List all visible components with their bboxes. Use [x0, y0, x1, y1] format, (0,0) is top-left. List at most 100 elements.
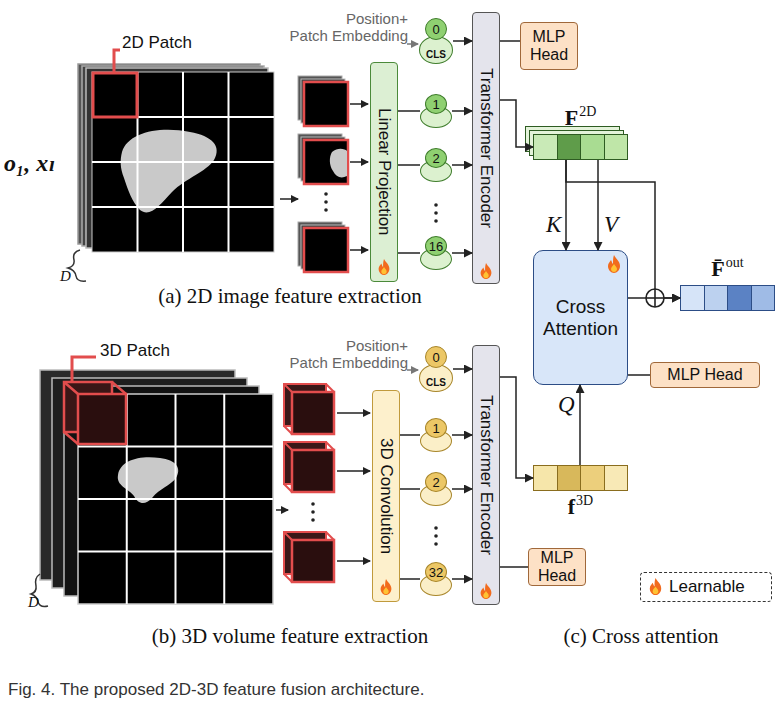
node-text: MLP Head	[521, 28, 577, 64]
patch-token: 1	[420, 94, 452, 128]
vector-superscript: out	[726, 255, 744, 270]
connector	[452, 488, 472, 490]
subfigure-caption: (c) Cross attention	[510, 624, 772, 649]
legend-text: Learnable	[669, 577, 745, 597]
encoder-box: Transformer Encoder	[472, 345, 500, 605]
connector	[500, 377, 533, 478]
token-index: 32	[425, 562, 447, 582]
legend-icon	[650, 578, 661, 595]
vector-cell	[752, 286, 775, 310]
connector	[398, 110, 420, 112]
vector-cell	[581, 135, 605, 159]
encoder-box: Transformer Encoder	[472, 12, 500, 284]
embedding-note: Position+ Patch Embedding	[284, 10, 408, 44]
token-index: 2	[425, 472, 447, 492]
token-number: 32	[429, 566, 443, 579]
node-text: MLP Head	[529, 549, 585, 585]
embedding-note: Position+ Patch Embedding	[284, 337, 408, 371]
feature-vector: F2D	[533, 134, 628, 160]
legend-box: Learnable	[640, 572, 772, 602]
token-index: 2	[425, 148, 447, 168]
subfigure-caption: (a) 2D image feature extraction	[90, 284, 490, 309]
mlp-head-box: MLP Head	[650, 362, 760, 388]
figure-caption: Fig. 4. The proposed 2D-3D feature fusio…	[8, 680, 424, 700]
token-number: 2	[432, 476, 439, 489]
connector	[500, 100, 533, 147]
connector	[452, 434, 472, 436]
node-text: Linear Projection	[374, 108, 394, 236]
connector	[452, 164, 472, 166]
connector	[400, 434, 420, 436]
vector-symbol: F̄	[711, 256, 724, 281]
cls-token: CLS 0	[419, 18, 453, 64]
feature-vector: F̄out	[680, 285, 775, 311]
node-text: 3D Convolution	[376, 438, 396, 554]
connector	[628, 374, 650, 376]
token-index: 1	[425, 94, 447, 114]
node-text: Transformer Encoder	[476, 395, 496, 555]
token-number: 16	[429, 240, 443, 253]
vector-cell	[705, 286, 729, 310]
vector-superscript: 2D	[579, 104, 596, 119]
token-index: 1	[425, 418, 447, 438]
connector	[597, 160, 599, 250]
patch-token: 2	[420, 472, 452, 506]
token-index: 0	[425, 18, 447, 40]
vector-label: F2D	[534, 105, 627, 131]
token-number: 1	[432, 422, 439, 435]
vector-cell	[534, 466, 558, 490]
connector	[398, 164, 420, 166]
edge-label: Q	[558, 392, 575, 418]
node-text: MLP Head	[667, 366, 742, 384]
ct-slice-stack-2d	[68, 50, 298, 281]
token-text: CLS	[426, 49, 446, 60]
connector	[398, 252, 420, 254]
vector-cell	[534, 135, 558, 159]
attention-box: Cross Attention	[533, 250, 628, 385]
vector-cell	[728, 286, 752, 310]
cls-token: CLS 0	[419, 346, 453, 392]
node-text: Cross Attention	[534, 296, 627, 340]
vector-cell	[558, 466, 582, 490]
feature-vector: f3D	[533, 465, 628, 491]
part-label: 3D Patch	[100, 341, 170, 361]
connector	[500, 566, 528, 568]
ct-volume-stack-3d	[31, 357, 288, 607]
token-text: CLS	[426, 377, 446, 388]
vector-cell	[581, 466, 605, 490]
token-body: CLS	[419, 36, 453, 64]
image-patches-2d	[298, 44, 438, 272]
projection-box: Linear Projection	[370, 62, 398, 282]
connector	[452, 110, 472, 112]
token-index: 0	[425, 346, 447, 368]
connector	[565, 160, 567, 250]
vector-cells	[534, 466, 627, 490]
vector-symbol: F	[565, 105, 578, 130]
vector-label: f3D	[534, 494, 627, 520]
connector	[453, 40, 472, 42]
token-number: 0	[432, 351, 439, 364]
vector-cells	[681, 286, 774, 310]
connector	[579, 385, 581, 465]
connector	[566, 160, 680, 298]
connector	[453, 368, 472, 370]
token-body: CLS	[419, 364, 453, 392]
depth-label: D	[60, 268, 71, 285]
add-symbol	[646, 289, 664, 307]
connector	[500, 40, 520, 42]
part-label: 2D Patch	[122, 33, 192, 53]
patch-token: 16	[420, 236, 452, 270]
vector-cell	[605, 466, 628, 490]
connector	[628, 297, 680, 299]
vector-cell	[605, 135, 628, 159]
vector-cell	[681, 286, 705, 310]
connector	[452, 578, 472, 580]
mlp-head-box: MLP Head	[528, 548, 586, 586]
vector-superscript: 3D	[576, 493, 593, 508]
volume-patches-3d	[284, 370, 438, 582]
vector-label: F̄out	[681, 256, 774, 282]
node-text: Transformer Encoder	[476, 68, 496, 228]
depth-label: D	[28, 594, 39, 611]
